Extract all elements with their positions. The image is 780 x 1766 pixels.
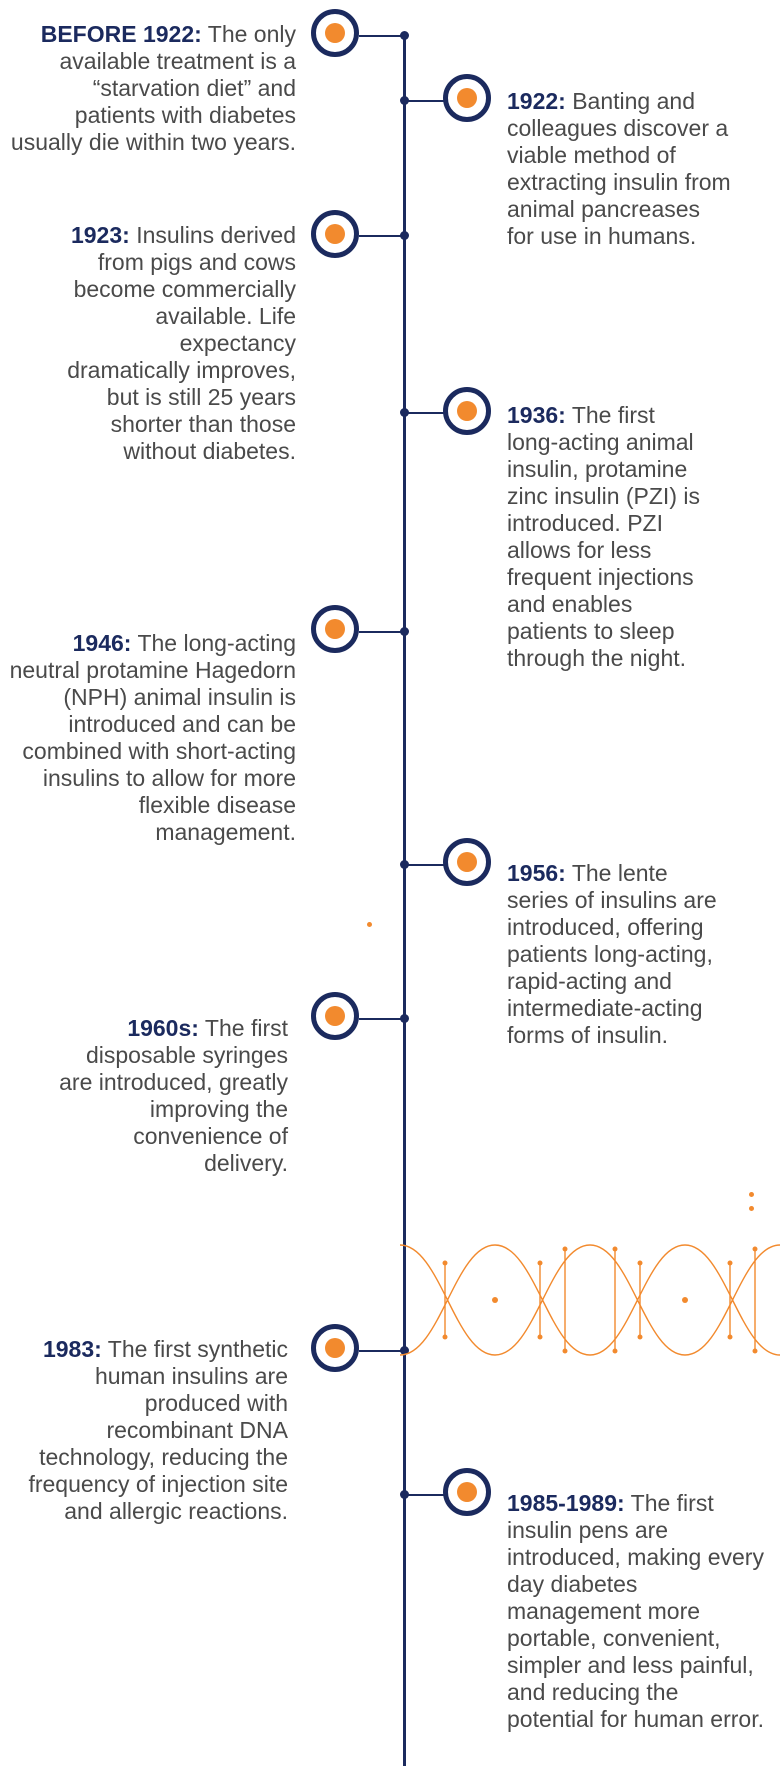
circle-node-icon [443,74,491,122]
event-text: The first disposable syringes are introd… [59,1015,288,1176]
circle-node-icon [443,838,491,886]
decor-dot [749,1192,754,1197]
timeline-dot [400,31,409,40]
connector [359,631,404,633]
timeline-dot [400,860,409,869]
event-1936: 1936: The first long-acting animal insul… [507,402,712,672]
timeline-dot [400,1014,409,1023]
event-1985-1989: 1985-1989: The first insulin pens are in… [507,1490,769,1733]
event-year: 1936: [507,402,566,428]
circle-node-icon [311,9,359,57]
event-text: The only available treatment is a “starv… [10,21,296,155]
event-year: BEFORE 1922: [40,21,202,47]
event-1946: 1946: The long-acting neutral protamine … [4,630,296,846]
circle-node-icon [311,992,359,1040]
timeline-dot [400,1346,409,1355]
event-year: 1923: [70,222,130,248]
timeline-dot [400,1490,409,1499]
event-1956: 1956: The lente series of insulins are i… [507,860,722,1049]
event-text: Insulins derived from pigs and cows beco… [67,222,296,464]
event-text: Banting and colleagues discover a viable… [507,88,731,249]
connector [359,1350,404,1352]
event-year: 1956: [507,860,566,886]
dna-helix-icon [400,1244,780,1356]
connector [405,100,445,102]
connector [359,35,404,37]
timeline-dot [400,96,409,105]
timeline-dot [400,231,409,240]
circle-node-icon [311,210,359,258]
event-1983: 1983: The first synthetic human insulins… [20,1336,288,1525]
timeline-spine [403,34,406,1766]
timeline-dot [400,627,409,636]
timeline-dot [400,408,409,417]
connector [405,1494,445,1496]
circle-node-icon [443,1468,491,1516]
event-text: The first synthetic human insulins are p… [28,1336,288,1524]
event-text: The lente series of insulins are introdu… [507,860,717,1048]
event-text: The first insulin pens are introduced, m… [507,1490,764,1732]
circle-node-icon [311,1324,359,1372]
decor-dot [749,1206,754,1211]
decor-dot [367,922,372,927]
event-1923: 1923: Insulins derived from pigs and cow… [58,222,296,465]
event-before-1922: BEFORE 1922: The only available treatmen… [8,21,296,156]
event-year: 1985-1989: [507,1490,625,1516]
event-year: 1960s: [127,1015,199,1041]
connector [405,864,445,866]
connector [405,412,445,414]
event-1960s: 1960s: The first disposable syringes are… [52,1015,288,1177]
event-text: The first long-acting animal insulin, pr… [507,402,700,671]
event-year: 1983: [42,1336,102,1362]
connector [359,1018,404,1020]
event-text: The long-acting neutral protamine Hagedo… [9,630,296,845]
event-year: 1922: [507,88,566,114]
connector [359,235,404,237]
event-1922: 1922: Banting and colleagues discover a … [507,88,732,250]
event-year: 1946: [72,630,132,656]
circle-node-icon [443,387,491,435]
circle-node-icon [311,605,359,653]
